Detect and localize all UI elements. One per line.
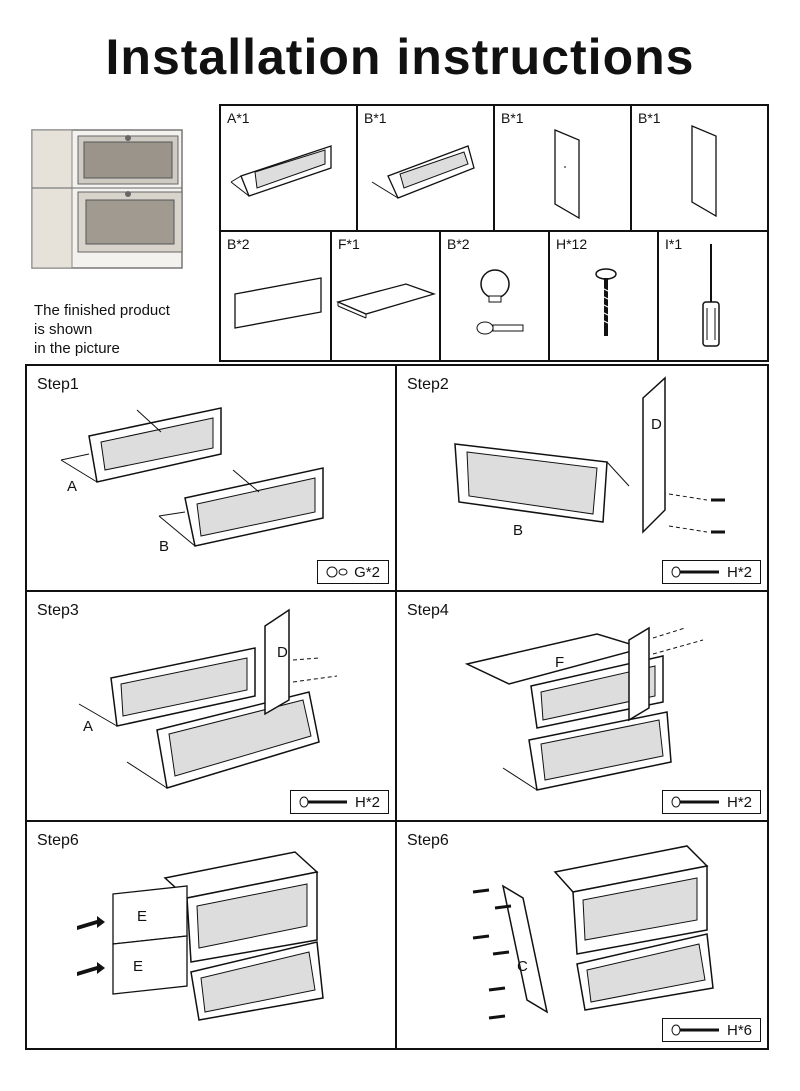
part-label: I*1 <box>665 236 683 252</box>
step-label: Step4 <box>407 602 449 619</box>
knob-icon <box>326 566 348 578</box>
back-panel-icon <box>234 277 322 329</box>
hardware-count: H*2 <box>354 793 380 811</box>
part-label: B*1 <box>364 110 387 126</box>
part-label: B*1 <box>638 110 661 126</box>
caption-line-2: is shown <box>34 321 93 338</box>
step-6-diagram <box>472 845 714 1020</box>
part-label: A*1 <box>227 110 250 126</box>
knob-screw-icon <box>476 269 524 335</box>
side-panel-icon <box>554 129 580 220</box>
step-2-diagram <box>454 376 725 534</box>
step-6-panel: Step6 C H*6 <box>395 820 769 1050</box>
part-cell-knob: B*2 <box>439 230 550 362</box>
drawer-panel-icon <box>371 145 475 199</box>
part-label: B*1 <box>501 110 524 126</box>
part-cell-b2: B*1 <box>493 104 632 232</box>
part-cell-top: F*1 <box>330 230 441 362</box>
screw-icon <box>299 796 347 808</box>
part-label: H*12 <box>556 236 588 252</box>
step-1-diagram <box>60 407 324 547</box>
step-3-diagram <box>78 608 338 789</box>
step-1-hardware-badge: G*2 <box>317 560 389 584</box>
side-panel-icon <box>691 125 717 218</box>
part-letter: B <box>159 538 170 555</box>
step-3-hardware-badge: H*2 <box>289 790 389 814</box>
part-cell-a: A*1 <box>219 104 358 232</box>
step-4-panel: Step4 F H*2 <box>395 590 769 822</box>
part-letter: B <box>513 522 524 539</box>
finished-product-illustration <box>28 122 188 272</box>
part-letter: A <box>67 478 78 495</box>
step-5-panel: Step6 E E <box>25 820 397 1050</box>
part-cell-screwdriver: I*1 <box>657 230 769 362</box>
hardware-count: H*6 <box>726 1021 752 1039</box>
part-letter: C <box>517 958 528 975</box>
hardware-count: G*2 <box>354 563 380 581</box>
part-label: B*2 <box>447 236 470 252</box>
part-label: B*2 <box>227 236 250 252</box>
part-cell-back: B*2 <box>219 230 332 362</box>
step-2-hardware-badge: H*2 <box>661 560 761 584</box>
screw-icon <box>671 1024 719 1036</box>
part-letter: D <box>651 416 662 433</box>
step-label: Step6 <box>37 832 79 849</box>
step-5-diagram <box>77 851 324 1021</box>
hardware-count: H*2 <box>726 793 752 811</box>
caption-line-3: in the picture <box>34 340 120 357</box>
step-label: Step6 <box>407 832 449 849</box>
part-letter: A <box>83 718 94 735</box>
caption-line-1: The finished product <box>34 302 170 319</box>
part-cell-b1: B*1 <box>356 104 495 232</box>
page-title: Installation instructions <box>105 29 695 85</box>
hardware-count: H*2 <box>726 563 752 581</box>
top-panel-icon <box>336 283 437 319</box>
part-cell-b3: B*1 <box>630 104 769 232</box>
step-label: Step1 <box>37 376 79 393</box>
finished-product-caption: The finished product is shown in the pic… <box>34 301 214 358</box>
part-label: F*1 <box>338 236 360 252</box>
step-4-diagram <box>464 626 704 791</box>
part-letter: E <box>133 958 144 975</box>
drawer-panel-icon <box>230 145 332 197</box>
step-1-panel: Step1 A B G*2 <box>25 364 397 592</box>
step-6-hardware-badge: H*6 <box>661 1018 761 1042</box>
screw-icon <box>595 268 617 336</box>
bread-box-icon <box>31 129 183 269</box>
step-4-hardware-badge: H*2 <box>661 790 761 814</box>
step-3-panel: Step3 D A H*2 <box>25 590 397 822</box>
step-label: Step2 <box>407 376 449 393</box>
screw-icon <box>671 796 719 808</box>
part-cell-screw: H*12 <box>548 230 659 362</box>
step-label: Step3 <box>37 602 79 619</box>
part-letter: D <box>277 644 288 661</box>
screw-icon <box>671 566 719 578</box>
part-letter: E <box>137 908 148 925</box>
part-letter: F <box>555 654 565 671</box>
screwdriver-icon <box>702 244 720 347</box>
step-2-panel: Step2 D B H*2 <box>395 364 769 592</box>
